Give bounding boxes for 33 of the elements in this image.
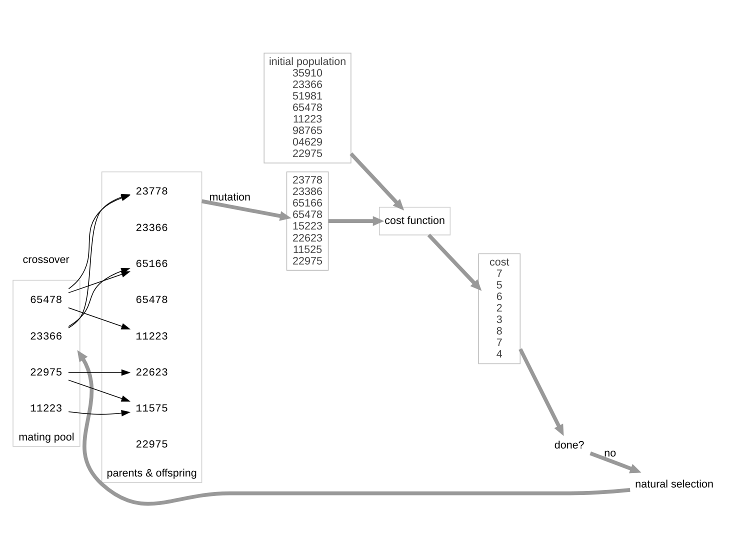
edge-label: no (604, 447, 616, 460)
arrow (518, 348, 564, 436)
node-text: 23778 (136, 186, 168, 198)
node-text: 11223 (30, 403, 62, 416)
node-box: initial population 35910 23366 51981 65478 11223 98765 04629 22975 (264, 52, 352, 163)
arrow (328, 216, 384, 226)
edge-label: mutation (209, 190, 250, 203)
node-text: 65478 (136, 294, 168, 307)
arrow (350, 152, 404, 210)
arrow (68, 306, 131, 329)
arrow (68, 270, 131, 293)
node-box: 23778 23386 65166 65478 15223 22623 11525 22975 (286, 171, 329, 270)
node-box: cost function (379, 206, 451, 235)
node-text: 11223 (136, 330, 168, 343)
arrow (427, 233, 482, 290)
node-text: 11575 (136, 403, 168, 416)
arrow (201, 198, 292, 220)
arrow (68, 368, 131, 376)
arrow (590, 450, 642, 473)
node-text: done? (554, 438, 584, 451)
label: crossover (22, 254, 70, 266)
arrow (68, 379, 131, 402)
node-text: 65478 (30, 294, 62, 307)
node-text: 23366 (136, 222, 168, 234)
node-text: 22975 (30, 366, 62, 379)
node-box: cost 7 5 6 2 3 8 7 4 (478, 252, 521, 364)
arrow (77, 350, 630, 506)
arrow (68, 409, 131, 416)
node-text: 65166 (136, 258, 168, 270)
node-text: natural selection (635, 478, 714, 490)
node-text: 23366 (30, 330, 62, 343)
node-text: 22623 (136, 366, 168, 379)
node-text: 22975 (136, 439, 168, 452)
